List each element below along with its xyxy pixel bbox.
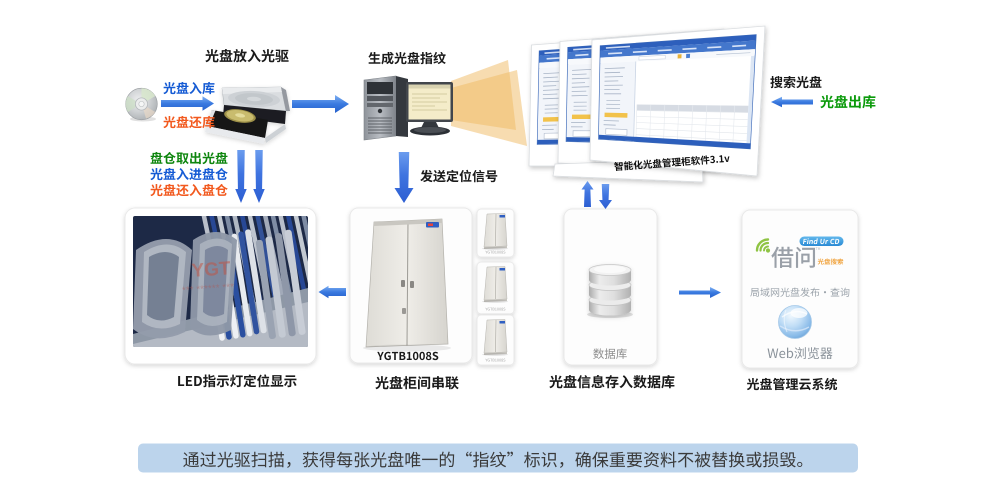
svg-text:*** ****** ***: *** ****** *** (182, 282, 235, 297)
svg-text:YGT: YGT (191, 258, 232, 282)
